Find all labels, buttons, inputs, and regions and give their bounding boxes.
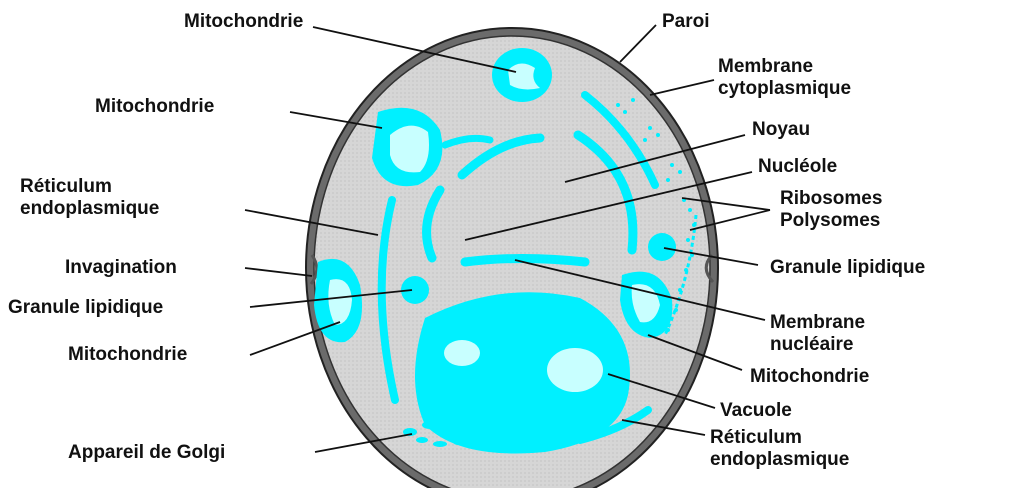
label-reticulum-left-1: Réticulum (20, 176, 112, 197)
label-mito-lower-right: Mitochondrie (750, 366, 869, 387)
label-mito-top: Mitochondrie (184, 11, 303, 32)
label-membrane-nuc-2: nucléaire (770, 334, 853, 355)
label-reticulum-right-2: endoplasmique (710, 449, 849, 470)
mitochondrion-top (492, 48, 552, 102)
label-vacuole: Vacuole (720, 400, 792, 421)
label-mito-upper-left: Mitochondrie (95, 96, 214, 117)
label-invagination: Invagination (65, 257, 177, 278)
label-golgi: Appareil de Golgi (68, 442, 225, 463)
vacuole-inclusion-1 (444, 340, 480, 366)
label-mito-lower-left: Mitochondrie (68, 344, 187, 365)
label-granule-left: Granule lipidique (8, 297, 163, 318)
label-granule-right: Granule lipidique (770, 257, 925, 278)
label-reticulum-left-2: endoplasmique (20, 198, 159, 219)
label-ribosomes: Ribosomes (780, 188, 882, 209)
label-noyau: Noyau (752, 119, 810, 140)
label-paroi: Paroi (662, 11, 710, 32)
label-reticulum-right-1: Réticulum (710, 427, 802, 448)
label-membrane-nuc-1: Membrane (770, 312, 865, 333)
label-nucleole: Nucléole (758, 156, 837, 177)
label-membrane-cyto-2: cytoplasmique (718, 78, 851, 99)
vacuole-inclusion-2 (547, 348, 603, 392)
label-polysomes: Polysomes (780, 210, 880, 231)
label-membrane-cyto-1: Membrane (718, 56, 813, 77)
lipid-granule-right (648, 233, 676, 261)
